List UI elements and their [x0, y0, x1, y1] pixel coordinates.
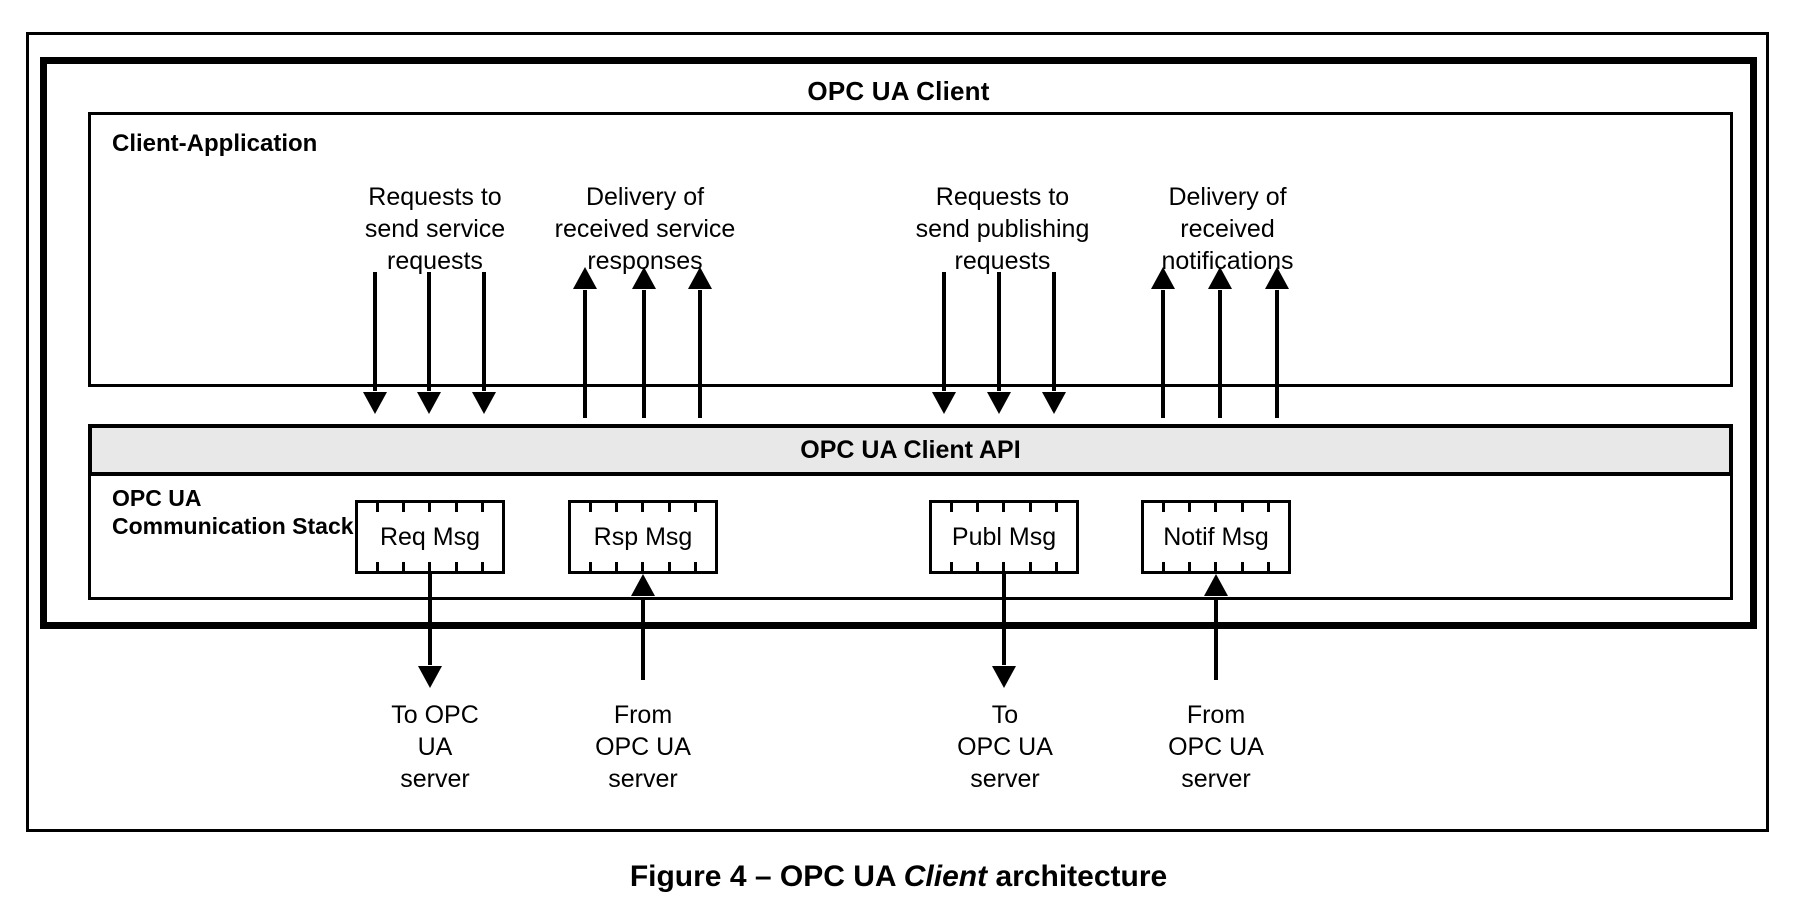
message-box-ticks-top [938, 503, 1070, 512]
caption-emphasis: Client [903, 860, 988, 893]
external-arrow-send-service-requests [428, 574, 432, 665]
message-box-ticks-bottom [938, 562, 1070, 571]
column-label-send-service-requests: Requests to send service requests [364, 183, 506, 275]
message-box-ticks-bottom [577, 562, 709, 571]
arrow-up-received-notifications-2 [1275, 290, 1279, 418]
caption-prefix: Figure 4 – OPC UA [629, 860, 904, 893]
column-label-send-publishing-requests: Requests to send publishing requests [915, 183, 1090, 275]
arrow-down-send-service-requests-1 [427, 387, 431, 391]
server-label-received-notifications: From OPC UA server [1168, 701, 1264, 793]
client-application-title: Client-Application [112, 130, 318, 157]
external-arrow-received-notifications [1214, 597, 1218, 680]
arrow-down-send-service-requests-2 [482, 387, 486, 391]
arrow-down-send-service-requests-0 [373, 387, 377, 391]
arrow-shaft-send-publishing-requests-2 [1052, 272, 1056, 387]
server-label-send-service-requests: To OPC UA server [391, 701, 479, 793]
opc-ua-client-api-bar: OPC UA Client API [88, 424, 1733, 476]
arrow-shaft-send-service-requests-2 [482, 272, 486, 387]
arrow-up-received-service-responses-1 [642, 290, 646, 418]
arrow-shaft-send-publishing-requests-1 [997, 272, 1001, 387]
arrow-up-received-service-responses-0 [583, 290, 587, 418]
arrow-down-send-publishing-requests-1 [997, 387, 1001, 391]
arrow-shaft-send-service-requests-0 [373, 272, 377, 387]
message-box-send-service-requests: Req Msg [355, 500, 505, 574]
message-box-ticks-top [1150, 503, 1282, 512]
column-label-received-notifications: Delivery of received notifications [1161, 183, 1294, 275]
arrow-up-received-service-responses-2 [698, 290, 702, 418]
message-box-ticks-top [364, 503, 496, 512]
arrow-down-send-publishing-requests-0 [942, 387, 946, 391]
arrow-down-send-publishing-requests-2 [1052, 387, 1056, 391]
client-application-box [88, 112, 1733, 387]
figure-caption: Figure 4 – OPC UA Client architecture [0, 860, 1797, 894]
message-box-label: Req Msg [379, 522, 481, 551]
opc-ua-client-api-label: OPC UA Client API [800, 435, 1021, 464]
arrow-shaft-send-service-requests-1 [427, 272, 431, 387]
server-label-received-service-responses: From OPC UA server [595, 701, 691, 793]
message-box-label: Publ Msg [951, 522, 1057, 551]
message-box-send-publishing-requests: Publ Msg [929, 500, 1079, 574]
arrow-up-received-notifications-0 [1161, 290, 1165, 418]
caption-suffix: architecture [987, 860, 1168, 893]
arrow-up-received-notifications-1 [1218, 290, 1222, 418]
opc-ua-client-title: OPC UA Client [807, 76, 990, 106]
message-box-received-notifications: Notif Msg [1141, 500, 1291, 574]
column-label-received-service-responses: Delivery of received service responses [554, 183, 736, 275]
external-arrow-received-service-responses [641, 597, 645, 680]
arrow-shaft-send-publishing-requests-0 [942, 272, 946, 387]
message-box-ticks-bottom [1150, 562, 1282, 571]
message-box-label: Notif Msg [1163, 522, 1269, 551]
server-label-send-publishing-requests: To OPC UA server [957, 701, 1053, 793]
external-arrow-send-publishing-requests [1002, 574, 1006, 665]
message-box-ticks-bottom [364, 562, 496, 571]
message-box-received-service-responses: Rsp Msg [568, 500, 718, 574]
message-box-ticks-top [577, 503, 709, 512]
message-box-label: Rsp Msg [593, 522, 693, 551]
opc-ua-communication-stack-title: OPC UA Communication Stack [112, 485, 354, 540]
